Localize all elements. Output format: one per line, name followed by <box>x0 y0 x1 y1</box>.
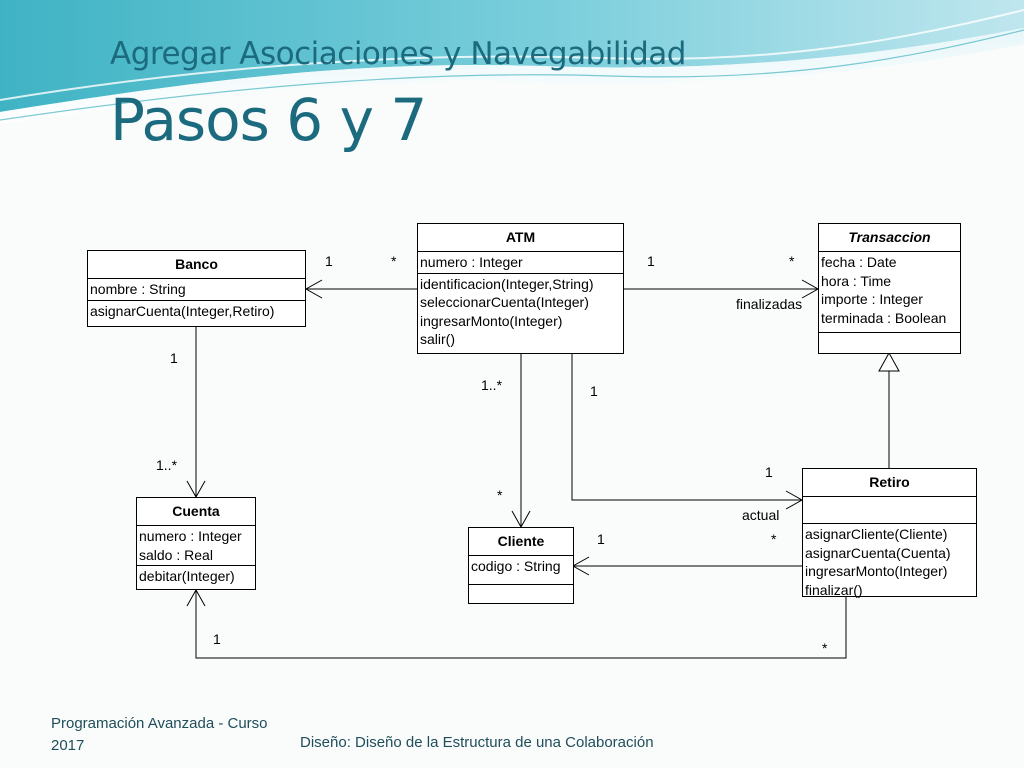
class-cliente: Cliente codigo : String <box>468 527 574 604</box>
class-banco-name: Banco <box>88 251 305 279</box>
class-retiro-attributes <box>803 497 976 524</box>
slide-title: Agregar Asociaciones y Navegabilidad <box>110 36 686 72</box>
class-atm: ATM numero : Integer identificacion(Inte… <box>417 223 624 354</box>
slide-subtitle: Pasos 6 y 7 <box>110 86 427 154</box>
class-retiro-operation: finalizar() <box>805 581 863 598</box>
class-cuenta: Cuenta numero : Integer saldo : Real deb… <box>136 497 256 590</box>
footer-course: Programación Avanzada - Curso 2017 <box>51 715 268 754</box>
class-atm-operation: seleccionarCuenta(Integer) <box>420 294 589 310</box>
class-transaccion: Transaccion fecha : Date hora : Time imp… <box>818 223 961 354</box>
class-transaccion-name: Transaccion <box>819 224 960 252</box>
class-atm-attribute: numero : Integer <box>420 254 523 270</box>
role-actual: actual <box>742 507 780 523</box>
multiplicity-retiro-cliente-retiro-end: * <box>771 531 777 547</box>
class-cliente-attributes: codigo : String <box>469 556 573 585</box>
class-cuenta-attribute: numero : Integer <box>139 528 242 544</box>
class-cuenta-attributes: numero : Integer saldo : Real <box>137 526 255 566</box>
multiplicity-retiro-cuenta-cuenta-end: 1 <box>213 631 221 647</box>
class-banco-operation: asignarCuenta(Integer,Retiro) <box>90 302 275 319</box>
arrowhead-cuenta-2 <box>186 588 206 607</box>
multiplicity-atm-transaccion-transaccion-end: * <box>789 253 795 269</box>
class-retiro-operations: asignarCliente(Cliente) asignarCuenta(Cu… <box>803 524 976 600</box>
class-retiro-operation: ingresarMonto(Integer) <box>805 563 948 579</box>
class-atm-attributes: numero : Integer <box>418 252 623 274</box>
multiplicity-banco-cuenta-cuenta-end: 1..* <box>156 457 178 473</box>
multiplicity-atm-transaccion-atm-end: 1 <box>647 253 655 269</box>
class-transaccion-attributes: fecha : Date hora : Time importe : Integ… <box>819 252 960 333</box>
class-cuenta-operations: debitar(Integer) <box>137 566 255 587</box>
multiplicity-retiro-cliente-cliente-end: 1 <box>597 531 605 547</box>
multiplicity-banco-atm-atm-end: * <box>391 253 397 269</box>
multiplicity-atm-retiro-retiro-end: 1 <box>765 464 773 480</box>
class-cliente-operations <box>469 585 573 587</box>
class-cuenta-operation: debitar(Integer) <box>139 568 235 584</box>
class-transaccion-attribute: fecha : Date <box>821 254 897 270</box>
footer-topic: Diseño: Diseño de la Estructura de una C… <box>300 734 654 751</box>
class-retiro-name: Retiro <box>803 469 976 497</box>
class-banco-attribute: nombre : String <box>90 281 186 297</box>
role-finalizadas: finalizadas <box>736 296 803 312</box>
multiplicity-retiro-cuenta-retiro-end: * <box>822 640 828 656</box>
multiplicity-atm-retiro-atm-end: 1 <box>590 383 598 399</box>
arrowhead-banco <box>304 279 323 299</box>
class-cuenta-name: Cuenta <box>137 498 255 526</box>
class-transaccion-attribute: terminada : Boolean <box>821 309 947 326</box>
header-wave-decoration <box>0 0 1024 124</box>
multiplicity-banco-atm-banco-end: 1 <box>325 253 333 269</box>
class-banco: Banco nombre : String asignarCuenta(Inte… <box>87 250 306 327</box>
class-atm-operation: salir() <box>420 331 455 347</box>
class-atm-operations: identificacion(Integer,String) seleccion… <box>418 274 623 350</box>
assoc-retiro-cuenta-line <box>195 590 847 659</box>
class-cuenta-attribute: saldo : Real <box>139 546 213 563</box>
class-retiro-operation: asignarCuenta(Cuenta) <box>805 544 951 561</box>
class-banco-operations: asignarCuenta(Integer,Retiro) <box>88 301 305 322</box>
assoc-atm-retiro-line <box>571 354 802 501</box>
class-transaccion-attribute: importe : Integer <box>821 291 923 307</box>
class-banco-attributes: nombre : String <box>88 279 305 301</box>
class-atm-name: ATM <box>418 224 623 252</box>
class-atm-operation: ingresarMonto(Integer) <box>420 312 563 329</box>
multiplicity-atm-cliente-cliente-end: * <box>497 487 503 503</box>
class-cliente-attribute: codigo : String <box>471 558 561 574</box>
class-transaccion-attribute: hora : Time <box>821 272 892 289</box>
class-atm-operation: identificacion(Integer,String) <box>420 275 594 292</box>
class-retiro: Retiro asignarCliente(Cliente) asignarCu… <box>802 468 977 600</box>
class-cliente-name: Cliente <box>469 528 573 556</box>
generalization-triangle <box>878 351 900 372</box>
class-retiro-operation: asignarCliente(Cliente) <box>805 526 948 542</box>
class-transaccion-operations <box>819 333 960 335</box>
multiplicity-atm-cliente-atm-end: 1..* <box>481 377 503 393</box>
multiplicity-banco-cuenta-banco-end: 1 <box>170 350 178 366</box>
